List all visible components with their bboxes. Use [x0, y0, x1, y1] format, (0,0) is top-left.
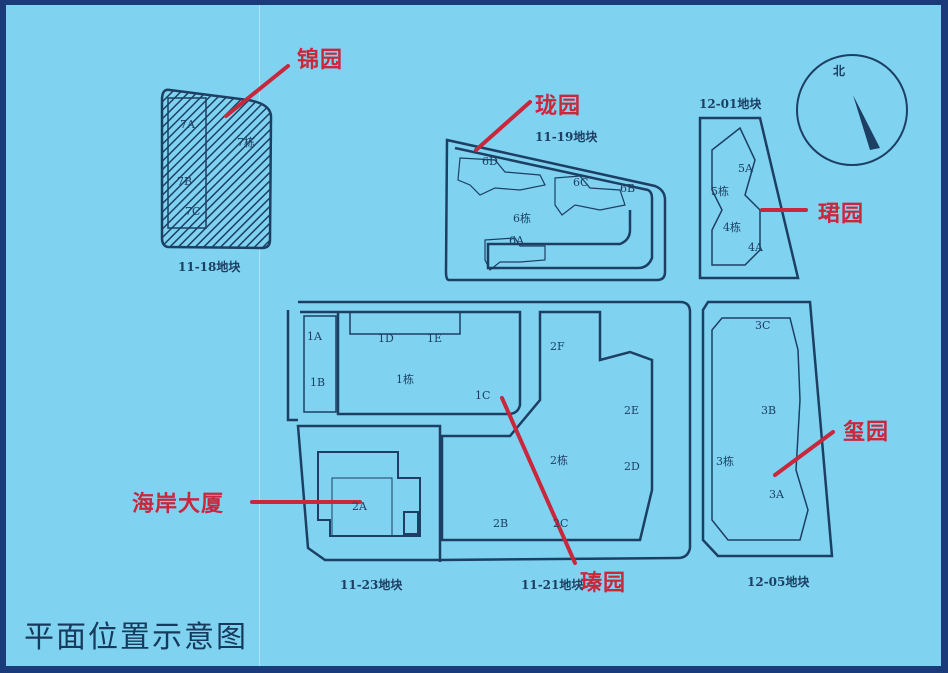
map-title: 平面位置示意图 — [24, 620, 248, 655]
building-label: 1C — [475, 389, 491, 402]
building-label: 1E — [427, 332, 443, 345]
building-label: 6C — [573, 176, 589, 189]
building-label: 7栋 — [237, 136, 255, 149]
building-label: 2B — [493, 517, 509, 530]
building-label: 7A — [180, 118, 195, 131]
north-arrow-label: 北 — [833, 64, 846, 78]
building-label: 7C — [185, 205, 201, 218]
building-label: 6A — [509, 234, 524, 247]
building-label: 1A — [307, 330, 322, 343]
building-label: 3C — [755, 319, 771, 332]
building-label: 2C — [553, 517, 569, 530]
plot-label-11-19: 11-19地块 — [535, 130, 598, 144]
building-label: 2F — [550, 340, 565, 353]
building-label: 3栋 — [716, 455, 734, 468]
building-label: 5A — [738, 162, 753, 175]
plot-label-12-05: 12-05地块 — [747, 575, 810, 589]
callout-xiyuan: 玺园 — [843, 420, 890, 445]
building-label: 1D — [378, 332, 394, 345]
building-label: 1栋 — [396, 373, 414, 386]
building-label: 2E — [624, 404, 640, 417]
building-label: 5栋 — [711, 185, 729, 198]
building-label: 6栋 — [513, 212, 531, 225]
building-label: 3A — [769, 488, 784, 501]
plot-label-12-01: 12-01地块 — [699, 97, 762, 111]
guide-line — [259, 5, 260, 666]
plot-label-11-21: 11-21地块 — [521, 578, 584, 592]
building-label: 2A — [352, 500, 367, 513]
building-label: 1B — [310, 376, 326, 389]
callout-haian-dasha: 海岸大厦 — [132, 492, 225, 517]
plot-label-11-18: 11-18地块 — [178, 260, 241, 274]
building-label: 4栋 — [723, 221, 741, 234]
callout-junyuan: 珺园 — [818, 202, 865, 227]
plot-label-11-23: 11-23地块 — [340, 578, 403, 592]
callout-zhenyuan: 瑧园 — [580, 571, 627, 596]
building-label: 6D — [482, 155, 498, 168]
callout-longyuan: 珑园 — [535, 94, 582, 119]
building-label: 2D — [624, 460, 640, 473]
callout-jinyuan: 锦园 — [297, 48, 344, 73]
building-label: 2栋 — [550, 454, 568, 467]
building-label: 7B — [177, 175, 193, 188]
building-label: 3B — [761, 404, 777, 417]
building-label: 6B — [620, 182, 636, 195]
building-label: 4A — [748, 241, 763, 254]
